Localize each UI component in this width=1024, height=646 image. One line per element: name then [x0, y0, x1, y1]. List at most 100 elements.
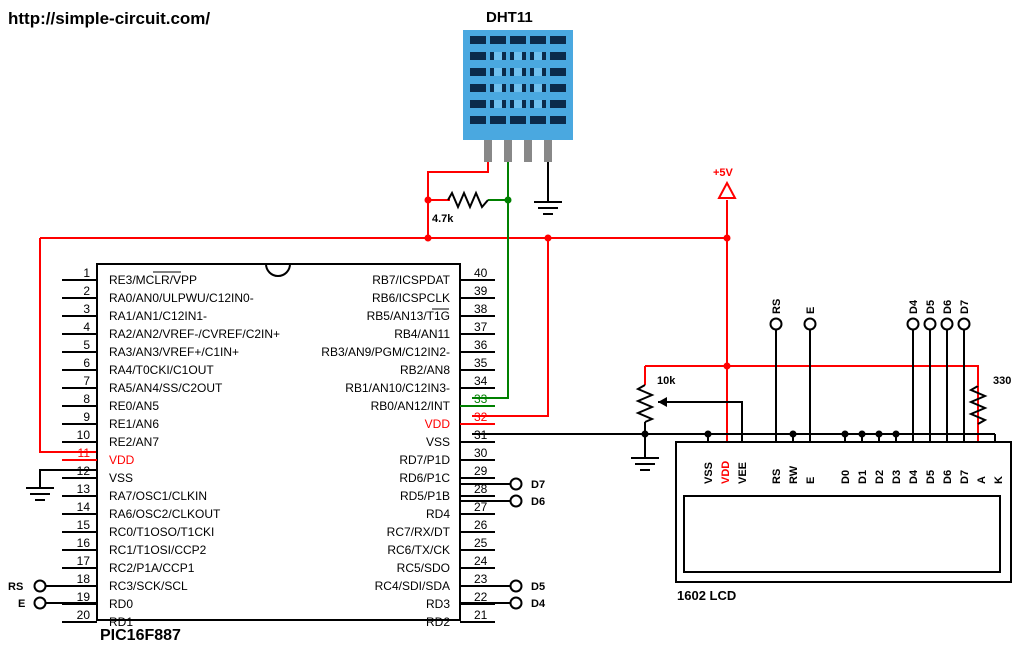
pin-label: RA6/OSC2/CLKOUT [109, 507, 221, 521]
pin-label: RC2/P1A/CCP1 [109, 561, 195, 575]
lcd-pin-rs: RS [771, 469, 783, 484]
chip-label: PIC16F887 [100, 627, 181, 644]
pin-number: 16 [77, 536, 91, 550]
net-terminal-d5: D5 [923, 300, 937, 331]
pin-number: 37 [474, 320, 488, 334]
pin-label: RD1 [109, 615, 133, 629]
pin-number: 10 [77, 428, 91, 442]
lcd-body [675, 441, 1012, 583]
net-d7-right: D7 [531, 479, 545, 491]
pin-label: RD3 [426, 597, 450, 611]
dht11-label: DHT11 [486, 9, 533, 26]
pin-number: 22 [474, 590, 488, 604]
lcd-pin-k: K [993, 476, 1005, 484]
pin-number: 13 [77, 482, 91, 496]
lcd-label: 1602 LCD [677, 588, 736, 603]
pin-label: RD2 [426, 615, 450, 629]
net-terminal-d4: D4 [906, 299, 920, 331]
net-terminal-d6: D6 [940, 300, 954, 331]
pin-label: RE3/MCLR/VPP [109, 273, 197, 287]
pin-number: 18 [77, 572, 91, 586]
pin-label: RD5/P1B [400, 489, 450, 503]
dht11-sensor: DHT11 [463, 9, 573, 162]
pin-label: RA7/OSC1/CLKIN [109, 489, 207, 503]
pin-number: 5 [83, 338, 90, 352]
net-label: D4 [908, 299, 920, 314]
pin-number: 14 [77, 500, 91, 514]
pin-number: 30 [474, 446, 488, 460]
pin-number: 35 [474, 356, 488, 370]
pin-label: VDD [109, 453, 135, 467]
pin-number: 7 [83, 374, 90, 388]
pin-number: 26 [474, 518, 488, 532]
lcd-pin-rw: RW [788, 465, 800, 484]
pin-label: RB3/AN9/PGM/C12IN2- [321, 345, 450, 359]
pin-label: RE2/AN7 [109, 435, 159, 449]
pin-label: RE0/AN5 [109, 399, 159, 413]
dht11-pin-1 [484, 140, 492, 162]
net-e-left: E [18, 598, 25, 610]
pin-label: RB0/AN12/INT [371, 399, 451, 413]
net-label: RS [771, 299, 783, 314]
lcd-pin-vee: VEE [737, 462, 749, 484]
net-d4-right: D4 [531, 598, 546, 610]
pin-label: VSS [109, 471, 133, 485]
pin-number: 24 [474, 554, 488, 568]
pin-label: RC1/T1OSI/CCP2 [109, 543, 207, 557]
pin-number: 39 [474, 284, 488, 298]
pin-number: 34 [474, 374, 488, 388]
chip-right-pins: 40RB7/ICSPDAT39RB6/ICSPCLK38RB5/AN13/T1G… [321, 266, 495, 629]
pin-label: RD6/P1C [399, 471, 450, 485]
lcd-pin-a: A [976, 476, 988, 484]
pin-label: RB2/AN8 [400, 363, 450, 377]
lcd-pin-d2: D2 [874, 470, 886, 484]
net-rs-left: RS [8, 581, 23, 593]
pin-number: 32 [474, 410, 488, 424]
pin-label: RA3/AN3/VREF+/C1IN+ [109, 345, 239, 359]
lcd-signal-wires [707, 330, 996, 442]
lcd-pin-d1: D1 [857, 470, 869, 484]
lcd-pin-vss: VSS [703, 462, 715, 484]
pin-number: 4 [83, 320, 90, 334]
ground-bus [472, 422, 995, 471]
pin-label: RC5/SDO [397, 561, 450, 575]
pin-label: RA4/T0CKI/C1OUT [109, 363, 214, 377]
pin-label: RB7/ICSPDAT [372, 273, 450, 287]
net-label: D5 [925, 300, 937, 314]
chip-net-terminals: RS E D7 D6 D5 D4 [8, 477, 546, 610]
pin-number: 40 [474, 266, 488, 280]
resistor-backlight: 330 [968, 375, 1011, 425]
net-label: E [805, 307, 817, 314]
pin-label: VSS [426, 435, 450, 449]
pin-number: 19 [77, 590, 91, 604]
lcd-pin-vdd: VDD [720, 461, 732, 484]
net-label: D7 [959, 300, 971, 314]
pin-label: RA5/AN4/SS/C2OUT [109, 381, 223, 395]
supply-5v: +5V [713, 167, 737, 199]
